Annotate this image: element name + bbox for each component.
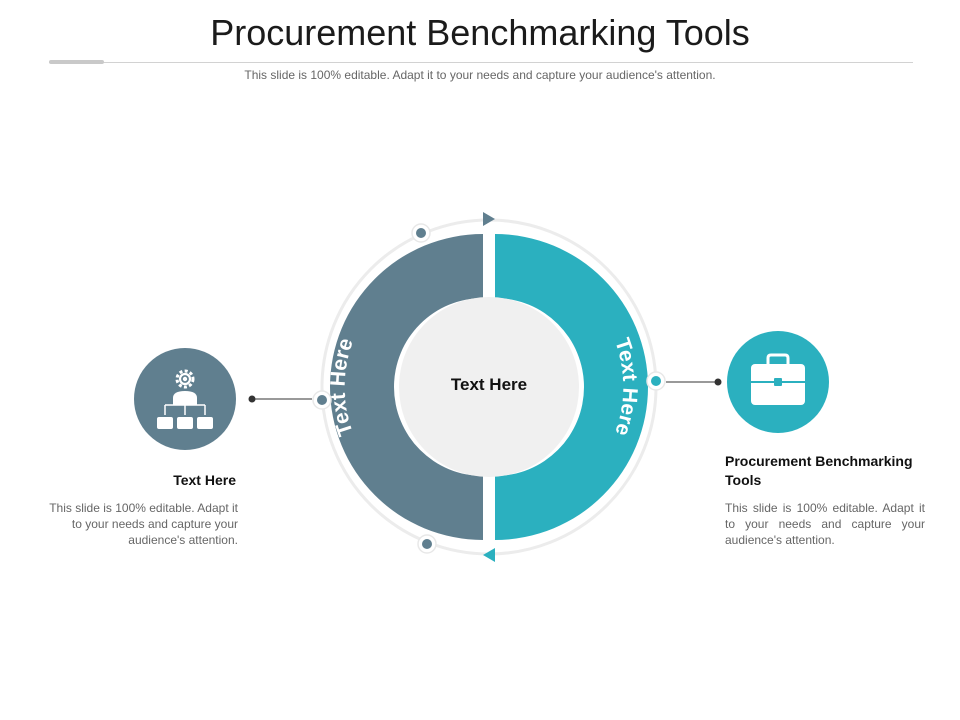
- right-arc-segment: [495, 234, 648, 540]
- ring-marker-bottom: [417, 534, 437, 554]
- bottom-arrow-icon: [483, 548, 495, 562]
- center-circle: [399, 297, 579, 477]
- left-icon-badge: [134, 348, 236, 450]
- title-divider: [49, 62, 913, 63]
- right-connector: [666, 378, 722, 386]
- ring-marker-right: [646, 371, 666, 391]
- org-chart-gear-person-icon: [157, 369, 213, 429]
- center-label: Text Here: [450, 375, 528, 394]
- left-arc-segment: [330, 234, 483, 540]
- top-arrow-icon: [483, 212, 495, 226]
- left-item-heading: Text Here: [173, 472, 236, 488]
- right-item-heading: Procurement Benchmarking Tools: [725, 453, 913, 488]
- left-item-body: This slide is 100% editable. Adapt it to…: [49, 501, 238, 547]
- slide-title: Procurement Benchmarking Tools: [210, 12, 750, 53]
- right-item-body: This slide is 100% editable. Adapt it to…: [725, 501, 925, 547]
- ring-marker-left: [312, 390, 332, 410]
- left-connector: [248, 395, 312, 403]
- slide-subtitle: This slide is 100% editable. Adapt it to…: [244, 68, 716, 82]
- title-accent-bar: [49, 60, 104, 64]
- ring-marker-top: [411, 223, 431, 243]
- right-icon-badge: [727, 331, 829, 433]
- briefcase-icon: [751, 353, 805, 405]
